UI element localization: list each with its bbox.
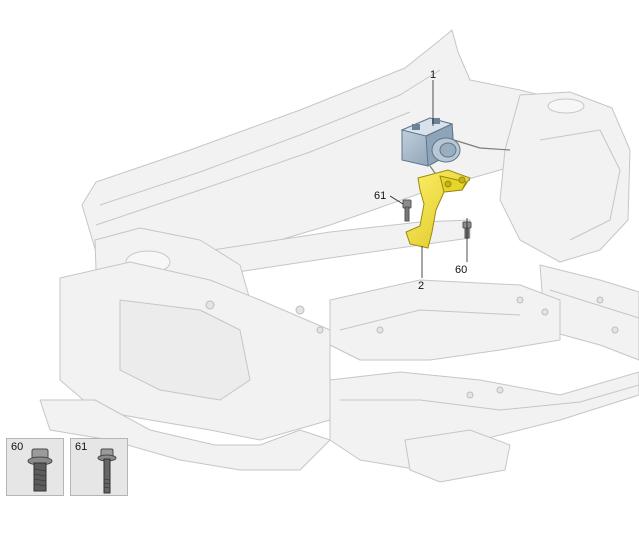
- legend-item-60: 60: [6, 438, 64, 496]
- mounting-bracket: [405, 169, 471, 249]
- flange-bolt-icon: [27, 448, 53, 492]
- long-bolt-icon: [97, 448, 117, 494]
- vehicle-front-structure: [39, 29, 639, 483]
- strut-tower-right: [499, 91, 631, 263]
- leader-lines: [389, 80, 468, 278]
- crash-box: [404, 429, 511, 483]
- callout-60: 60: [455, 264, 467, 276]
- callout-1: 1: [430, 69, 436, 81]
- abs-hydraulic-unit: [400, 117, 461, 167]
- subframe: [329, 279, 561, 361]
- legend-label-61: 61: [75, 441, 88, 453]
- callout-61: 61: [374, 190, 386, 202]
- callout-2: 2: [418, 280, 424, 292]
- bolt-61-on-diagram: [402, 199, 412, 222]
- legend-item-61: 61: [70, 438, 128, 496]
- legend-label-60: 60: [11, 441, 24, 453]
